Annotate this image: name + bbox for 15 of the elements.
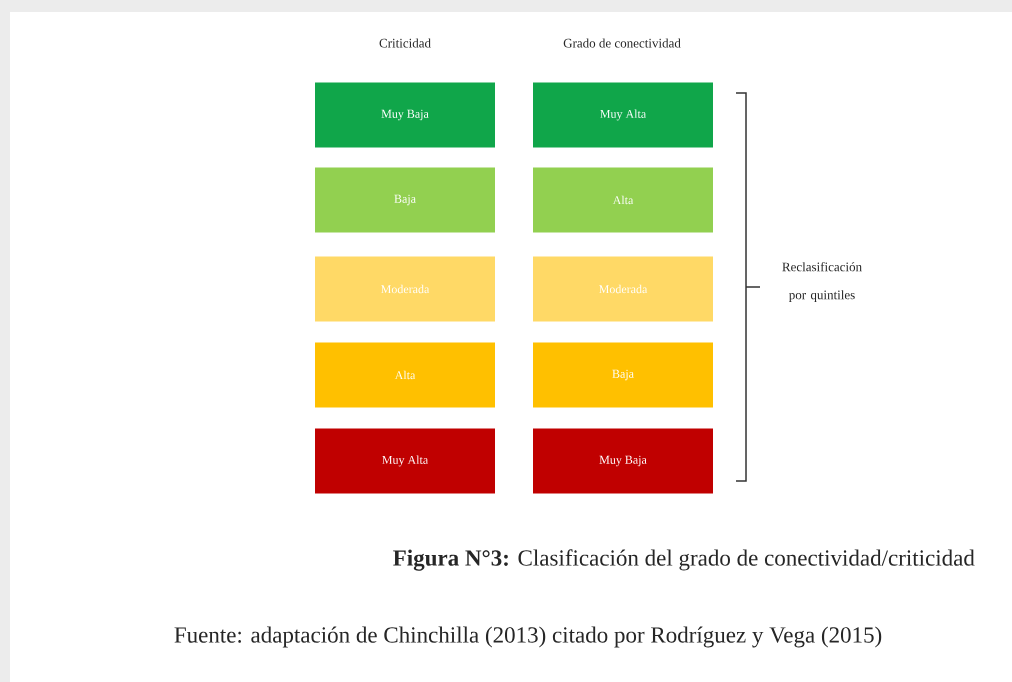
level-box: Muy Alta — [315, 428, 495, 494]
column-heading: Grado de conectividad — [563, 38, 681, 48]
bracket-label: Reclasificación por quintiles — [782, 262, 862, 302]
source-note: Fuente: adaptación de Chinchilla (2013) citado por Rodríguez y Vega (2015) — [174, 626, 882, 648]
level-box: Muy Alta — [533, 82, 713, 148]
caption: Figura N°3: Clasificación del grado de conectividad/criticidad — [393, 549, 975, 571]
level-box: Moderada — [315, 256, 495, 322]
level-box: Moderada — [533, 256, 713, 322]
level-box: Baja — [315, 167, 495, 233]
level-box: Alta — [533, 167, 713, 233]
level-box: Alta — [315, 342, 495, 408]
level-box: Baja — [533, 342, 713, 408]
level-box: Muy Baja — [533, 428, 713, 494]
column-heading: Criticidad — [379, 38, 431, 48]
level-box: Muy Baja — [315, 82, 495, 148]
